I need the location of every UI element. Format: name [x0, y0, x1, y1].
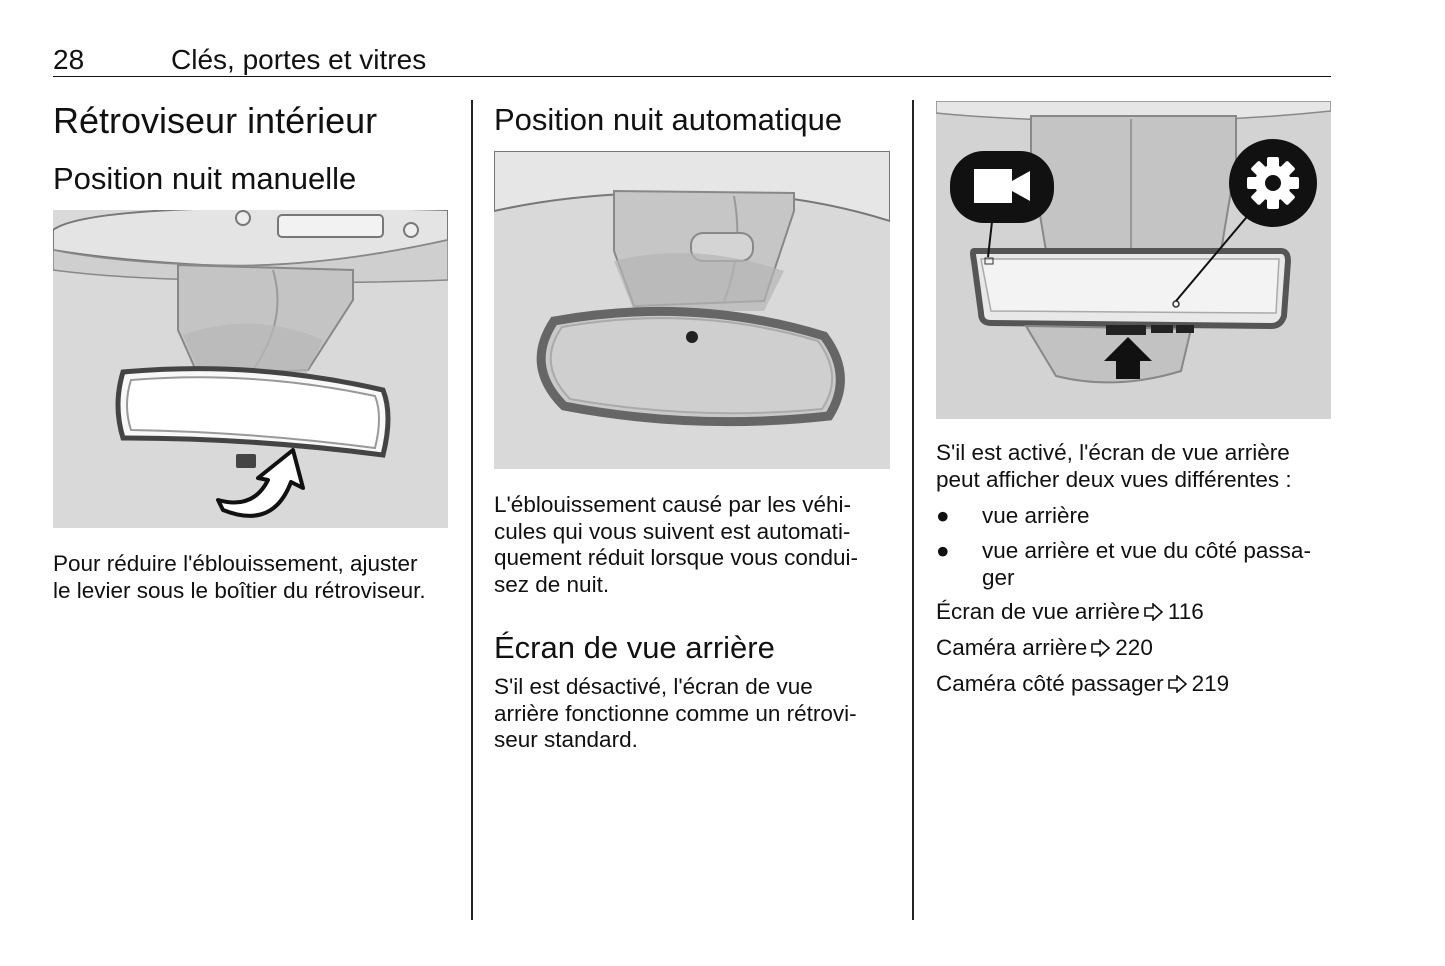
text-line: quement réduit lorsque vous condui- [494, 545, 858, 570]
xref-camera-cote-passager[interactable]: Caméra côté passager 219 [936, 671, 1229, 697]
text-line: vue arrière [982, 503, 1090, 528]
xref-page: 219 [1191, 671, 1230, 696]
bullet-item: ● vue arrière et vue du côté passa- ger [936, 538, 1336, 594]
automatic-mirror-illustration [494, 151, 890, 469]
section-title: Clés, portes et vitres [171, 44, 427, 75]
bullet-text: vue arrière et vue du côté passa- ger [982, 538, 1342, 591]
gear-icon [1229, 139, 1317, 227]
arrow-right-icon [1091, 639, 1111, 657]
xref-label: Caméra côté passager [936, 671, 1164, 696]
bullet-dot: ● [936, 538, 950, 563]
heading-position-nuit-manuelle: Position nuit manuelle [53, 161, 357, 196]
text-line: Pour réduire l'éblouissement, ajuster [53, 551, 418, 576]
column-divider [471, 100, 473, 920]
heading-position-nuit-automatique: Position nuit automatique [494, 102, 843, 137]
arrow-right-icon [1167, 675, 1187, 693]
figure-automatic-mirror [494, 151, 890, 469]
xref-label: Caméra arrière [936, 635, 1088, 660]
page-number: 28 [53, 44, 85, 75]
xref-page: 220 [1115, 635, 1153, 660]
arrow-right-icon [1144, 603, 1164, 621]
text-line: seur standard. [494, 727, 638, 752]
xref-ecran-vue-arriere[interactable]: Écran de vue arrière 116 [936, 599, 1204, 625]
text-line: S'il est désactivé, l'écran de vue [494, 674, 813, 699]
figure-rear-view-screen [936, 101, 1331, 419]
xref-label: Écran de vue arrière [936, 599, 1140, 624]
text-line: ger [982, 564, 1015, 590]
auto-night-text: L'éblouissement causé par les véhi- cule… [494, 492, 894, 598]
rear-view-screen-illustration [936, 101, 1331, 419]
heading-retroviseur-interieur: Rétroviseur intérieur [53, 100, 378, 141]
rear-view-off-text: S'il est désactivé, l'écran de vue arriè… [494, 674, 894, 754]
heading-ecran-vue-arriere: Écran de vue arrière [494, 630, 775, 665]
manual-mirror-illustration [53, 210, 448, 528]
figure-manual-mirror [53, 210, 448, 528]
text-line: peut afficher deux vues différentes : [936, 466, 1292, 492]
text-line: sez de nuit. [494, 571, 610, 597]
xref-camera-arriere[interactable]: Caméra arrière 220 [936, 635, 1153, 661]
text-line: L'éblouissement causé par les véhi- [494, 492, 851, 517]
xref-page: 116 [1167, 599, 1204, 624]
manual-night-text: Pour réduire l'éblouissement, ajuster le… [53, 551, 453, 604]
rear-view-on-text: S'il est activé, l'écran de vue arrière … [936, 440, 1336, 493]
text-line: arrière fonctionne comme un rétrovi- [494, 700, 857, 726]
text-line: le levier sous le boîtier du rétroviseur… [53, 577, 426, 603]
bullet-item: ● vue arrière [936, 503, 1336, 531]
page-header: 28 Clés, portes et vitres [53, 40, 1331, 77]
text-line: vue arrière et vue du côté passa- [982, 538, 1311, 563]
text-line: S'il est activé, l'écran de vue arrière [936, 440, 1290, 465]
text-line: cules qui vous suivent est automati- [494, 518, 851, 544]
bullet-dot: ● [936, 503, 950, 528]
bullet-text: vue arrière [982, 503, 1342, 530]
column-divider [912, 100, 914, 920]
camera-icon [950, 151, 1054, 223]
